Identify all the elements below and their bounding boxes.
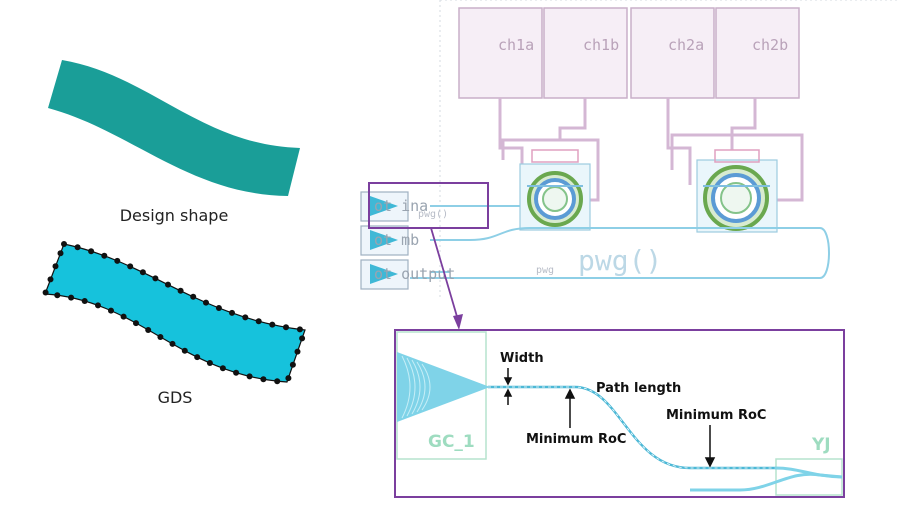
gds-vertex-dot: [229, 309, 235, 316]
gds-polygon: [44, 243, 306, 383]
pad-ch1a: [458, 7, 543, 99]
y-junction-arm-2: [774, 466, 843, 479]
pwg-big-label: pwg(): [578, 244, 662, 277]
port-label-mb: ot mb: [374, 231, 419, 249]
gds-vertex-dot: [246, 373, 253, 380]
gds-vertex-dot: [57, 250, 64, 257]
gds-vertex-dot: [101, 252, 108, 259]
pad-label-ch2b: ch2b: [752, 36, 788, 54]
gds-vertex-dot: [269, 321, 276, 328]
design-shape: [48, 60, 300, 196]
layout-guides: [439, 0, 900, 300]
gds-vertices: [42, 241, 306, 385]
gds-vertex-dot: [285, 375, 292, 382]
pad-ch2b: [715, 7, 800, 99]
gds-vertex-dot: [152, 275, 159, 282]
pwg-small-label-1: pwg(): [418, 209, 448, 220]
design-shape-label: Design shape: [120, 206, 229, 225]
ring-resonator-2: [696, 149, 778, 233]
gds-vertex-dot: [194, 354, 201, 361]
gds-vertex-dot: [296, 326, 303, 333]
port-label-output: ot output: [374, 265, 455, 283]
gds-vertex-dot: [127, 263, 134, 270]
gds-vertex-dot: [219, 365, 226, 372]
gds-vertex-dot: [181, 347, 188, 354]
gds-vertex-dot: [190, 293, 197, 300]
gds-vertex-dot: [157, 334, 164, 340]
gc-label: GC_1: [428, 432, 475, 452]
waveguide-center-dash: [488, 386, 775, 469]
gds-vertex-dot: [215, 305, 222, 311]
pad-ch2a: [630, 7, 715, 99]
min-roc-1-label: Minimum RoC: [526, 432, 626, 447]
gds-vertex-dot: [145, 327, 152, 333]
waveguide-routing: [410, 205, 830, 279]
gds-vertex-dot: [52, 263, 59, 270]
gds-vertex-dot: [203, 299, 209, 306]
gds-vertex-dot: [294, 348, 301, 355]
gds-vertex-dot: [42, 289, 49, 296]
gds-vertex-dot: [233, 369, 240, 376]
port-label-ina: ot ina: [374, 197, 428, 215]
gds-vertex-dot: [68, 294, 75, 301]
gds-vertex-dot: [133, 320, 139, 327]
gds-vertex-dot: [260, 376, 267, 383]
gds-vertex-dot: [177, 287, 184, 294]
zoom-inset: GC_1 YJ Width Path length Minimum RoC Mi…: [394, 329, 845, 498]
pad-label-ch1a: ch1a: [498, 36, 534, 54]
gds-vertex-dot: [165, 281, 171, 288]
grating-coupler: [397, 352, 490, 422]
gds-vertex-dot: [169, 340, 176, 347]
grating-teeth: [401, 355, 431, 419]
gds-vertex-dot: [108, 307, 114, 314]
pad-label-ch2a: ch2a: [668, 36, 704, 54]
selection-box: [368, 182, 489, 229]
gds-vertex-dot: [289, 361, 296, 368]
gds-vertex-dot: [283, 324, 289, 331]
gds-vertex-dot: [47, 276, 54, 283]
gds-vertex-dot: [114, 257, 121, 264]
min-roc-1-arrow: [564, 388, 576, 428]
gds-label: GDS: [158, 388, 193, 407]
design-shape-figure: [48, 60, 300, 196]
min-roc-2-arrow: [704, 425, 716, 468]
gds-vertex-dot: [274, 378, 281, 385]
gds-figure: [42, 241, 306, 385]
min-roc-2-label: Minimum RoC: [666, 408, 766, 423]
gds-vertex-dot: [206, 360, 213, 366]
yj-label: YJ: [811, 435, 831, 455]
gds-vertex-dot: [88, 248, 95, 255]
gds-vertex-dot: [242, 314, 249, 321]
path-length-label: Path length: [596, 381, 681, 396]
port-gc-mb: [360, 225, 409, 256]
port-gc-output: [360, 259, 409, 290]
contact-pads: [458, 7, 800, 99]
width-indicator: [503, 368, 513, 405]
width-label: Width: [500, 351, 544, 366]
gds-vertex-dot: [95, 302, 101, 309]
ring-resonator-1: [519, 149, 591, 231]
callout-line: [430, 227, 459, 321]
pwg-small-label-2: pwg: [536, 265, 554, 276]
gds-vertex-dot: [74, 244, 81, 251]
pad-label-ch1b: ch1b: [583, 36, 619, 54]
callout-arrowhead: [453, 314, 463, 330]
gds-vertex-dot: [61, 241, 67, 247]
gds-vertex-dot: [299, 335, 306, 342]
gds-vertex-dot: [54, 292, 61, 299]
gds-vertex-dot: [120, 313, 127, 320]
gds-vertex-dot: [139, 269, 146, 276]
metal-routing: [498, 98, 804, 202]
gds-vertex-dot: [81, 298, 88, 304]
pad-ch1b: [543, 7, 628, 99]
gds-vertex-dot: [255, 318, 262, 325]
